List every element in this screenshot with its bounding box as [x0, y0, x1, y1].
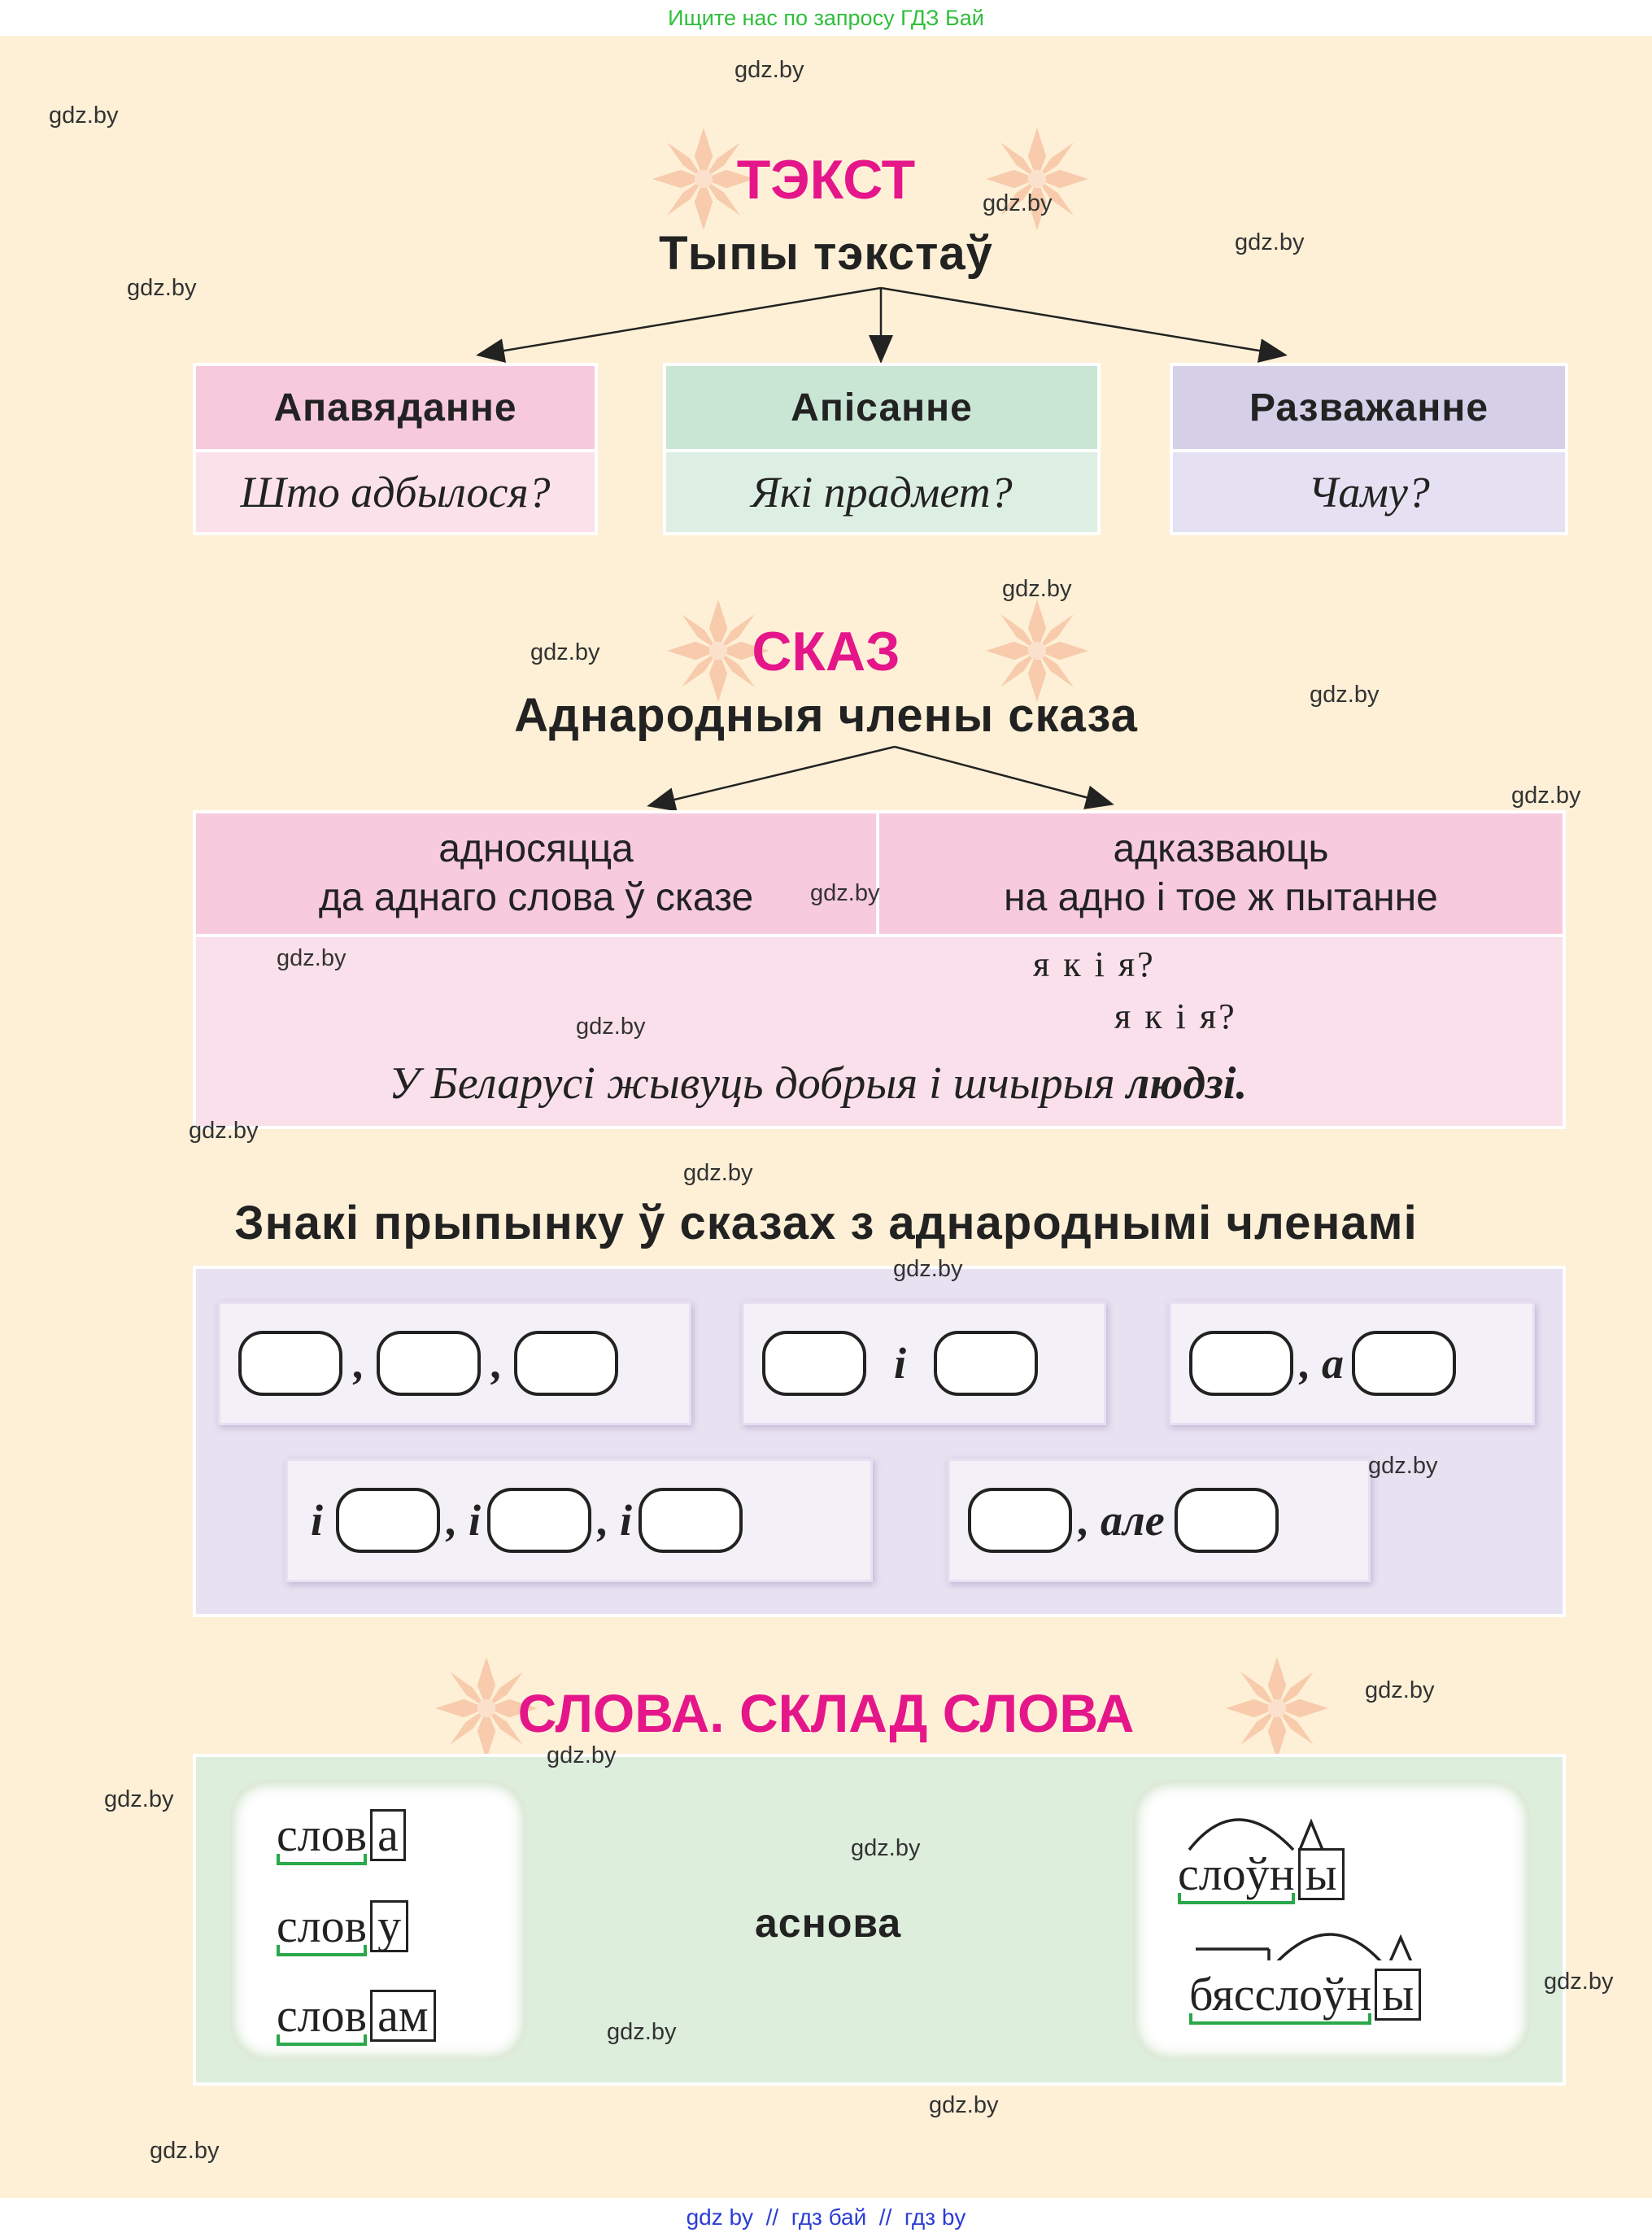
watermark: gdz.by: [189, 1118, 259, 1144]
pattern-repeated-i: і , і , і: [286, 1459, 873, 1582]
example-sentence-text: У Беларусі жывуць добрыя і шчырыя: [389, 1058, 1127, 1109]
member-slot: [238, 1331, 342, 1396]
watermark: gdz.by: [1235, 229, 1305, 255]
watermark: gdz.by: [1544, 1969, 1614, 1995]
punctuation-heading: Знакі прыпынку ў сказах з аднароднымі чл…: [234, 1197, 1418, 1249]
comma-sign: ,: [491, 1339, 503, 1388]
morpheme-marks: [1188, 1818, 1413, 1960]
watermark: gdz.by: [734, 57, 804, 83]
watermark: gdz.by: [49, 102, 119, 129]
word-stem: бясслоўн: [1189, 1968, 1372, 2025]
watermark: gdz.by: [1002, 576, 1072, 602]
word-stem: слов: [277, 1899, 368, 1956]
word-ending: у: [370, 1900, 409, 1952]
conjunction-i: і: [311, 1496, 324, 1545]
word-ending: а: [370, 1809, 406, 1861]
example-sentence-subject: людзі.: [1126, 1058, 1248, 1109]
feature-same-question: адказваюць на адно і тое ж пытанне: [876, 810, 1566, 937]
member-slot: [376, 1331, 481, 1396]
stem-label: аснова: [755, 1900, 902, 1946]
member-slot: [1174, 1488, 1279, 1553]
example-sentence: У Беларусі жывуць добрыя і шчырыя людзі.: [389, 1057, 1247, 1110]
watermark: gdz.by: [893, 1256, 963, 1282]
comma-sign: ,: [598, 1496, 609, 1545]
conjunction-i: і: [894, 1339, 907, 1388]
section-title-text: ТЭКСТ: [736, 149, 916, 211]
watermark: gdz.by: [983, 190, 1053, 216]
conjunction-ale: але: [1101, 1496, 1165, 1545]
text-types-heading: Тыпы тэкстаў: [659, 227, 993, 280]
text-type-narrative-question: Што адбылося?: [193, 449, 598, 535]
feature-one-word: адносяцца да аднаго слова ў сказе: [193, 810, 879, 937]
watermark: gdz.by: [104, 1786, 174, 1812]
watermark: gdz.by: [1368, 1453, 1438, 1479]
pattern-comma-list: , ,: [218, 1302, 691, 1425]
watermark: gdz.by: [547, 1742, 617, 1768]
watermark: gdz.by: [1310, 682, 1380, 708]
watermark: gdz.by: [150, 2138, 220, 2164]
homogeneous-members-heading: Аднародныя члены сказа: [514, 689, 1138, 742]
word-ending: ам: [370, 1990, 436, 2042]
section-title-word: СЛОВА. СКЛАД СЛОВА: [517, 1683, 1135, 1743]
watermark: gdz.by: [1365, 1677, 1435, 1703]
member-slot: [1189, 1331, 1293, 1396]
section-title-sentence: СКАЗ: [752, 621, 900, 682]
member-slot: [639, 1488, 743, 1553]
word-ending: ы: [1297, 1848, 1345, 1900]
watermark: gdz.by: [607, 2019, 677, 2045]
related-words-box: [1132, 1780, 1531, 2061]
word-ending: ы: [1375, 1969, 1422, 2021]
conjunction-i: і: [620, 1496, 633, 1545]
watermark: gdz.by: [576, 1014, 646, 1040]
member-slot: [1352, 1331, 1456, 1396]
text-type-description: Апісанне: [663, 363, 1101, 452]
watermark: gdz.by: [851, 1835, 921, 1861]
watermark: gdz.by: [530, 639, 600, 665]
member-slot: [934, 1331, 1039, 1396]
member-slot: [762, 1331, 866, 1396]
conjunction-i: і: [469, 1496, 482, 1545]
member-slot: [336, 1488, 441, 1553]
pattern-comma-ale: , але: [948, 1459, 1371, 1582]
question-label-lower: я к і я?: [1114, 996, 1237, 1036]
member-slot: [514, 1331, 618, 1396]
text-type-reasoning-question: Чаму?: [1170, 449, 1568, 535]
conjunction-a: а: [1322, 1339, 1344, 1388]
question-label-upper: я к і я?: [1033, 944, 1156, 984]
text-type-narrative: Апавяданне: [193, 363, 598, 452]
comma-sign: ,: [354, 1339, 365, 1388]
watermark: gdz.by: [127, 275, 197, 301]
watermark: gdz.by: [683, 1160, 753, 1186]
member-slot: [487, 1488, 592, 1553]
comma-sign: ,: [447, 1496, 458, 1545]
watermark: gdz.by: [277, 945, 347, 971]
text-type-reasoning: Разважанне: [1170, 363, 1568, 452]
member-slot: [968, 1488, 1072, 1553]
word-stem: слов: [277, 1989, 368, 2046]
word-stem: слов: [277, 1808, 368, 1865]
watermark: gdz.by: [810, 880, 880, 906]
footer-links[interactable]: gdz by // гдз бай // гдз by: [686, 2204, 966, 2230]
watermark: gdz.by: [1511, 783, 1581, 809]
top-banner: Ищите нас по запросу ГДЗ Бай: [668, 6, 984, 30]
comma-sign: ,: [1079, 1496, 1090, 1545]
watermark: gdz.by: [929, 2092, 999, 2118]
example-panel: [193, 934, 1566, 1129]
word-stem: слоўн: [1178, 1847, 1295, 1904]
comma-sign: ,: [1300, 1339, 1311, 1388]
text-type-description-question: Які прадмет?: [663, 449, 1101, 535]
pattern-i-single: і: [742, 1302, 1106, 1425]
pattern-comma-a: , а: [1169, 1302, 1535, 1425]
